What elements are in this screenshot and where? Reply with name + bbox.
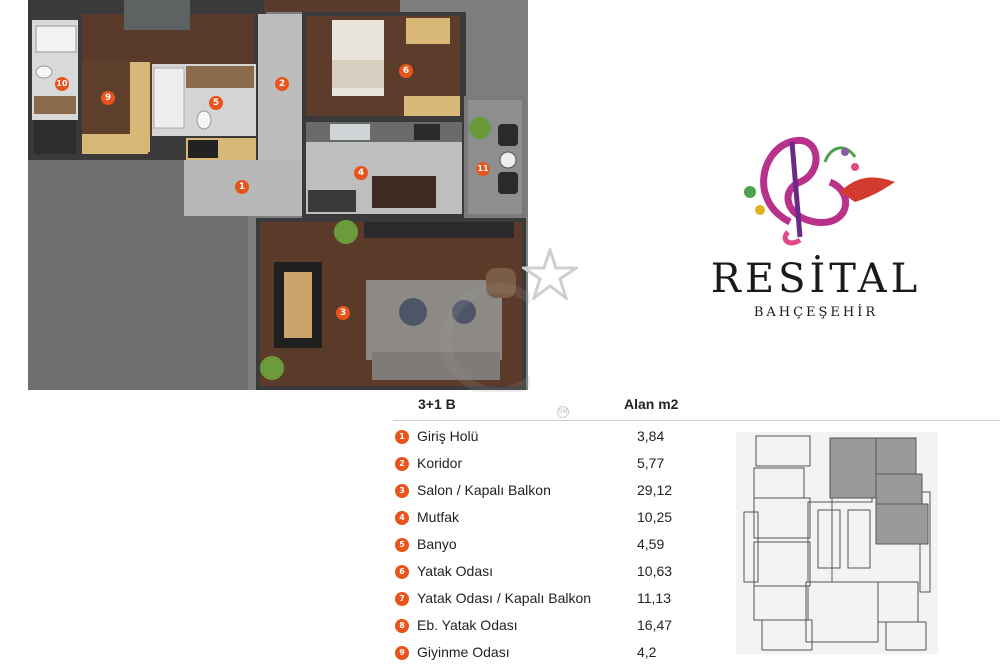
key-plan xyxy=(736,432,938,654)
room-name: Salon / Kapalı Balkon xyxy=(417,482,551,498)
room-name: Giriş Holü xyxy=(417,428,479,444)
table-row: 9 Giyinme Odası 4,2 xyxy=(393,644,713,666)
brand-name: RESİTAL xyxy=(710,256,922,302)
room-name: Yatak Odası xyxy=(417,563,494,579)
room-number-9: 9 xyxy=(101,91,115,105)
room-area: 5,77 xyxy=(637,455,665,471)
brand-logo-icon xyxy=(744,136,895,246)
row-number: 1 xyxy=(395,430,409,444)
room-name: Eb. Yatak Odası xyxy=(417,617,518,633)
room-name: Mutfak xyxy=(417,509,460,525)
room-number-10: 10 xyxy=(55,77,69,91)
table-row: 2 Koridor 5,77 xyxy=(393,455,713,477)
table-row: 6 Yatak Odası 10,63 xyxy=(393,563,713,585)
unit-type-header: 3+1 B xyxy=(418,396,456,412)
watermark-mark: SM xyxy=(557,406,569,418)
room-name: Banyo xyxy=(417,536,457,552)
room-area: 10,63 xyxy=(637,563,673,579)
area-header: Alan m2 xyxy=(624,396,679,412)
room-name: Yatak Odası / Kapalı Balkon xyxy=(417,590,592,606)
room-area: 3,84 xyxy=(637,428,665,444)
row-number: 8 xyxy=(395,619,409,633)
table-row: 3 Salon / Kapalı Balkon 29,12 xyxy=(393,482,713,504)
brand-subtitle: BAHÇEŞEHİR xyxy=(753,305,879,320)
row-number: 2 xyxy=(395,457,409,471)
watermark-star-icon xyxy=(522,248,578,300)
row-number: 9 xyxy=(395,646,409,660)
floor-plan xyxy=(28,0,530,392)
table-row: 7 Yatak Odası / Kapalı Balkon 11,13 xyxy=(393,590,713,612)
room-number-4: 4 xyxy=(354,166,368,180)
room-area: 10,25 xyxy=(637,509,673,525)
room-number-11: 11 xyxy=(476,162,490,176)
table-row: 1 Giriş Holü 3,84 xyxy=(393,428,713,450)
room-name: Koridor xyxy=(417,455,463,471)
row-number: 4 xyxy=(395,511,409,525)
row-number: 5 xyxy=(395,538,409,552)
table-row: 4 Mutfak 10,25 xyxy=(393,509,713,531)
row-number: 7 xyxy=(395,592,409,606)
header-divider xyxy=(393,420,1000,421)
room-number-5: 5 xyxy=(209,96,223,110)
room-number-2: 2 xyxy=(275,77,289,91)
room-area: 29,12 xyxy=(637,482,673,498)
row-number: 6 xyxy=(395,565,409,579)
table-row: 8 Eb. Yatak Odası 16,47 xyxy=(393,617,713,639)
room-area: 4,2 xyxy=(637,644,657,660)
room-area: 11,13 xyxy=(637,590,671,606)
room-number-6: 6 xyxy=(399,64,413,78)
table-row: 5 Banyo 4,59 xyxy=(393,536,713,558)
room-area: 16,47 xyxy=(637,617,673,633)
room-number-3: 3 xyxy=(336,306,350,320)
room-number-1: 1 xyxy=(235,180,249,194)
room-area: 4,59 xyxy=(637,536,665,552)
row-number: 3 xyxy=(395,484,409,498)
room-name: Giyinme Odası xyxy=(417,644,510,660)
